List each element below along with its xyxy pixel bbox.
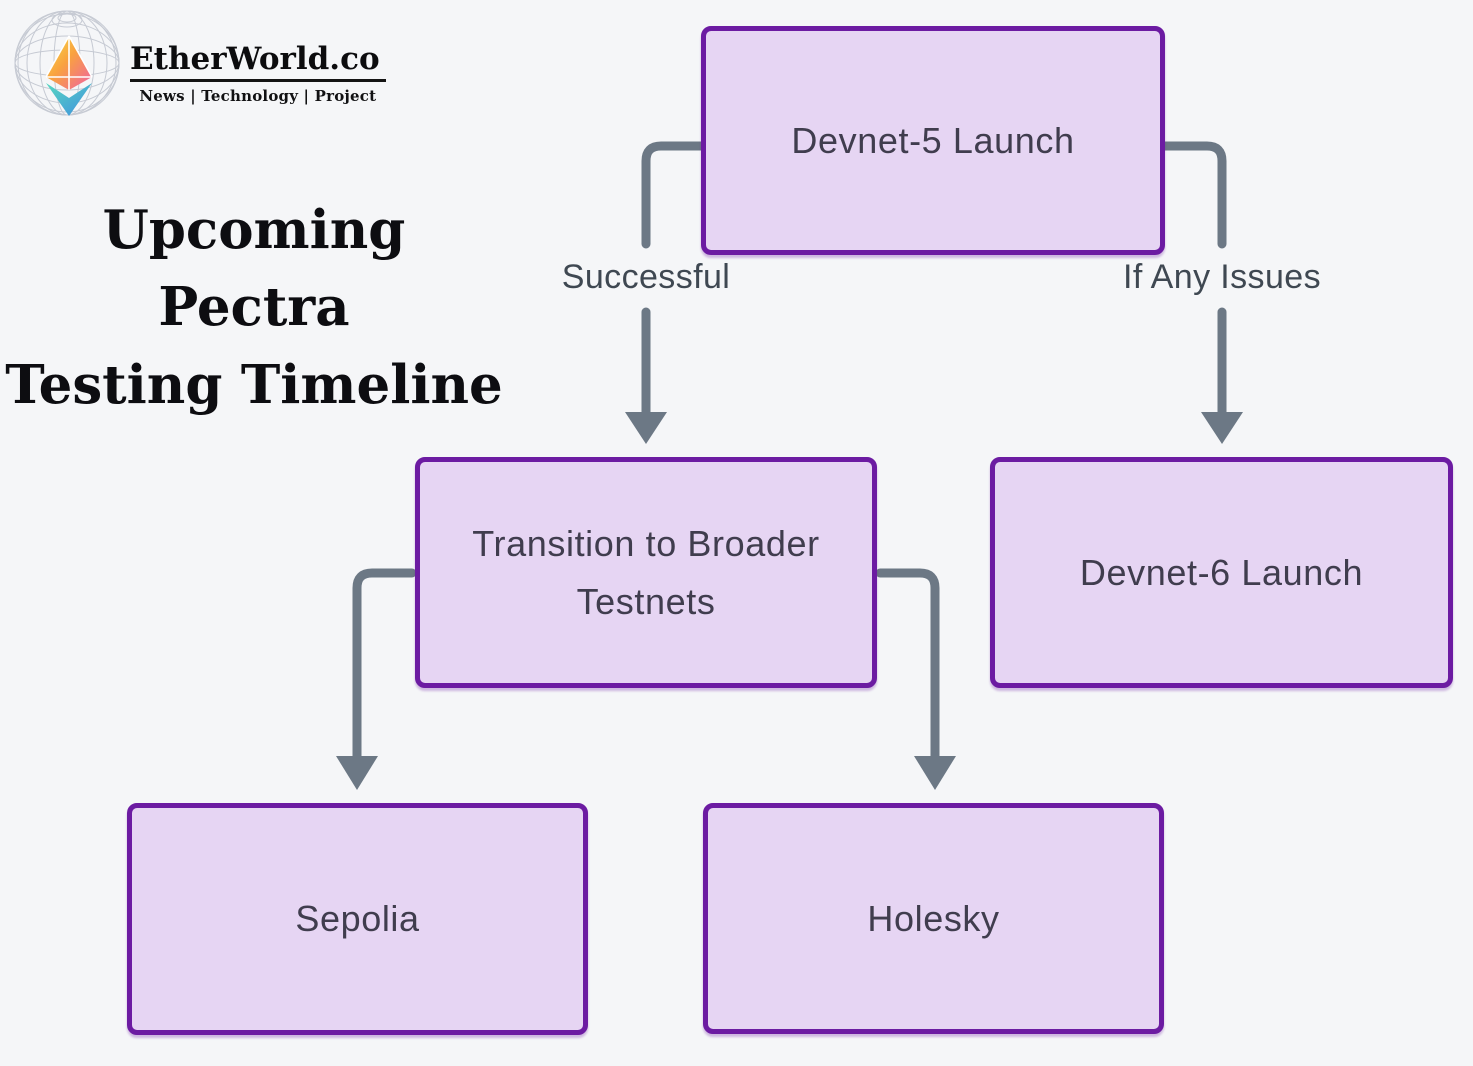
ethereum-diamond-icon xyxy=(45,35,93,116)
node-transition-to-broader-testnets: Transition to Broader Testnets xyxy=(415,457,877,688)
arrowhead-to-devnet6 xyxy=(1201,412,1243,444)
node-holesky-label: Holesky xyxy=(867,897,1000,939)
node-sepolia-label: Sepolia xyxy=(295,898,420,940)
edge-transition-to-holesky xyxy=(875,568,956,790)
globe-wireframe-icon xyxy=(14,10,120,116)
node-devnet5-label: Devnet-5 Launch xyxy=(791,119,1075,161)
node-transition-label: Transition to Broader Testnets xyxy=(472,522,820,622)
edge-label-if-any-issues: If Any Issues xyxy=(1123,258,1321,296)
arrowhead-to-transition xyxy=(625,412,667,444)
node-holesky: Holesky xyxy=(703,803,1164,1034)
page-title-line1: Upcoming Pectra xyxy=(102,199,406,339)
page-title-line2: Testing Timeline xyxy=(5,353,503,416)
node-devnet6-launch: Devnet-6 Launch xyxy=(990,457,1453,688)
brand-header: EtherWorld.co News | Technology | Projec… xyxy=(12,6,386,118)
page-title: Upcoming Pectra Testing Timeline xyxy=(0,192,508,424)
node-devnet6-label: Devnet-6 Launch xyxy=(1079,551,1364,593)
arrowhead-to-holesky xyxy=(914,756,956,790)
brand-tagline: News | Technology | Project xyxy=(139,87,377,106)
brand-name: EtherWorld.co xyxy=(130,42,386,83)
arrowhead-to-sepolia xyxy=(336,756,378,790)
edge-label-successful: Successful xyxy=(561,258,731,296)
node-devnet5-launch: Devnet-5 Launch xyxy=(701,26,1165,255)
node-sepolia: Sepolia xyxy=(127,803,588,1035)
edge-transition-to-sepolia xyxy=(336,568,417,790)
